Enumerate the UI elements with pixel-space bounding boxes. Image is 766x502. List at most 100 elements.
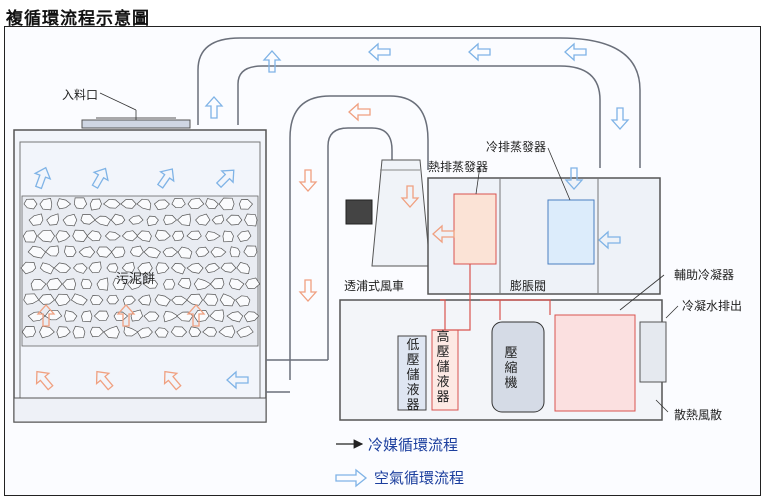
air-flow-arrow [298, 279, 318, 302]
sludge-rock [64, 310, 78, 322]
sludge-rock [103, 198, 121, 209]
sludge-rock [46, 277, 63, 291]
sludge-rock [186, 230, 202, 240]
condensate-drain-label: 冷凝水排出 [682, 299, 743, 313]
sludge-rock [225, 214, 243, 226]
sludge-rock [210, 278, 225, 290]
sludge-rock [239, 199, 253, 210]
sludge-rock [218, 197, 235, 211]
sludge-rock [193, 278, 212, 291]
air-flow-arrow [610, 107, 630, 130]
sludge-rock [56, 198, 72, 210]
sludge-rock [127, 278, 142, 290]
sludge-rock [220, 262, 237, 273]
sludge-rock [22, 230, 38, 243]
sludge-rock [210, 246, 227, 258]
sludge-rock [53, 262, 72, 273]
sludge-rock [56, 326, 71, 339]
air-flow-arrow [432, 224, 455, 244]
sludge-rock [209, 309, 225, 322]
sludge-rock [73, 263, 88, 274]
sludge-rock [70, 293, 88, 306]
sludge-rock [177, 278, 192, 290]
air-flow-arrow [204, 96, 224, 119]
sludge-rock [163, 278, 176, 290]
inlet-label: 入料口 [62, 88, 99, 102]
sludge-rock [55, 230, 71, 243]
sludge-rock [170, 326, 188, 338]
sludge-rock [123, 325, 139, 337]
sludge-rock [94, 215, 112, 227]
sludge-rock [155, 262, 170, 275]
air-flow-arrow [262, 50, 282, 73]
sludge-rock [106, 294, 119, 305]
low-pressure-accumulator-label: 低壓儲液器 [406, 338, 420, 413]
sludge-rock [162, 247, 179, 257]
sludge-rock [137, 262, 153, 275]
sludge-rock [211, 214, 225, 225]
sludge-rock [163, 311, 179, 323]
sludge-rock [187, 197, 205, 210]
sludge-rock [111, 246, 126, 259]
diagram-title: 複循環流程示意圖 [6, 9, 150, 29]
air-flow-arrow [36, 304, 56, 327]
sludge-rock [21, 326, 36, 338]
sludge-rock [243, 311, 260, 323]
sludge-rock [222, 230, 234, 243]
sludge-rock [138, 294, 152, 306]
sludge-rock [143, 311, 160, 322]
sludge-rock [154, 327, 169, 338]
sludge-rock [203, 293, 219, 306]
sludge-rock [110, 213, 126, 226]
hot-evaporator-label: 熱排蒸發器 [428, 160, 489, 174]
sludge-rock [128, 215, 144, 225]
sludge-rock [244, 213, 258, 227]
sludge-rock [46, 213, 59, 226]
sludge-rock [204, 262, 221, 273]
sludge-rock [136, 198, 152, 211]
sludge-rock [122, 295, 136, 306]
sludge-rock [235, 295, 251, 307]
air-flow-arrow [298, 169, 318, 192]
air-flow-arrow [215, 169, 235, 189]
sludge-rock [112, 277, 126, 290]
leader-lines [99, 92, 679, 413]
sludge-rock [45, 245, 60, 257]
sludge-rock [171, 295, 188, 306]
fan-label: 透浦式風車 [344, 279, 405, 293]
sludge-rock [153, 199, 170, 210]
sludge-rock [104, 231, 121, 241]
sludge-rock [205, 231, 221, 241]
legend-graphics [335, 439, 368, 488]
air-flow-arrows [33, 42, 630, 391]
cold-evaporator-label: 冷排蒸發器 [486, 140, 547, 154]
air-flow-arrow [95, 370, 114, 391]
air-flow-arrow [91, 167, 109, 190]
sludge-rock [64, 245, 77, 257]
sludge-rock [171, 198, 186, 209]
sludge-rock [205, 198, 219, 210]
sludge-rock [62, 213, 78, 227]
sludge-rock [243, 245, 258, 258]
sludge-rock [236, 261, 250, 274]
sludge-rock [143, 246, 161, 259]
turbo-fan [345, 159, 431, 267]
sludge-rock [120, 199, 137, 209]
sludge-rock [27, 245, 46, 259]
sludge-rock [146, 215, 159, 227]
air-flow-arrow [35, 370, 54, 391]
sludge-rock [237, 230, 252, 242]
sludge-rock [93, 310, 109, 322]
sludge-rock [228, 278, 245, 291]
sludge-rock [72, 229, 88, 242]
radiator-fan-label: 散熱風散 [674, 408, 723, 422]
sludge-rock [39, 197, 53, 211]
sludge-rock [137, 327, 153, 339]
sludge-rock [202, 326, 217, 337]
sludge-rock [78, 246, 96, 258]
sludge-rock [80, 278, 93, 290]
sludge-rock [129, 245, 144, 257]
sludge-rock [20, 261, 37, 275]
air-flow-arrow [598, 230, 621, 250]
